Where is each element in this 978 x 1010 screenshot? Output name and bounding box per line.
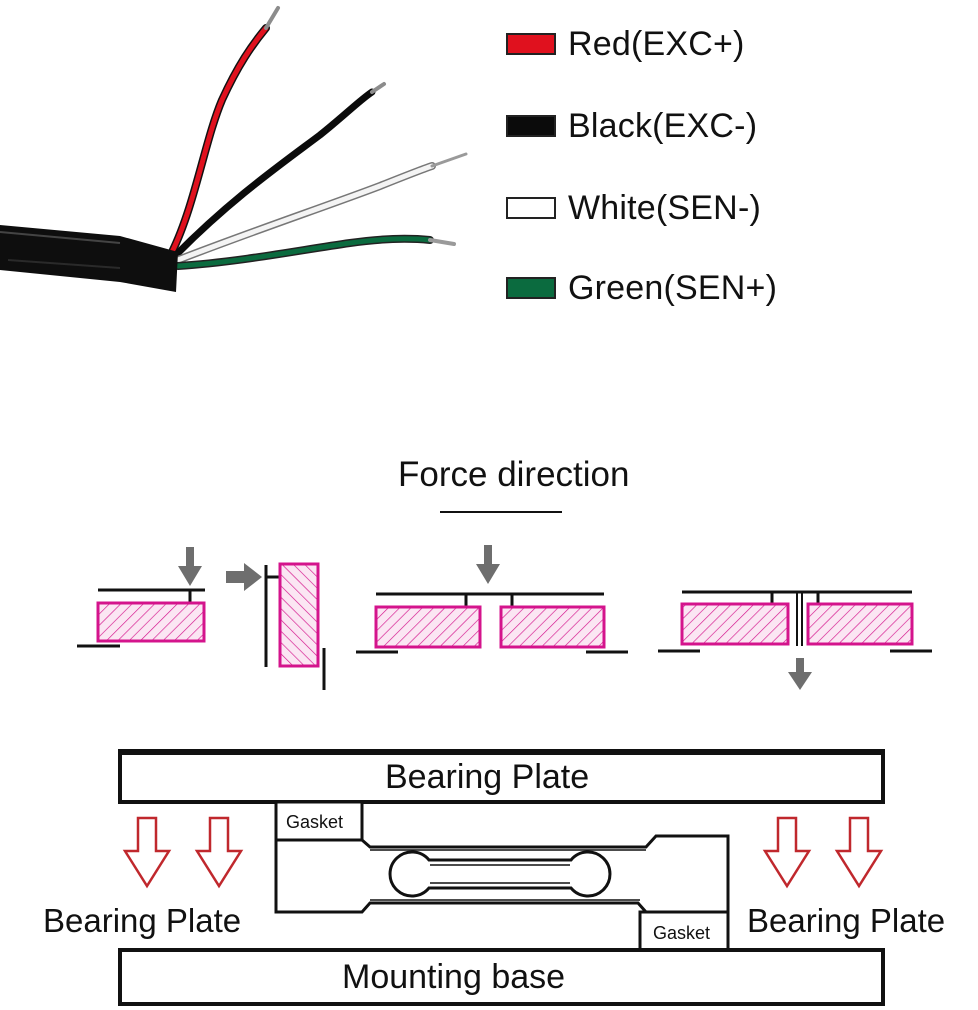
legend-label-white: White(SEN-) — [568, 188, 761, 227]
load-cell-body — [274, 834, 730, 914]
force-diagram-double — [356, 545, 628, 654]
cable-sheath — [0, 225, 178, 292]
bearing-plate-right-label: Bearing Plate — [747, 902, 946, 939]
legend-label-red: Red(EXC+) — [568, 24, 745, 63]
cable-illustration — [0, 6, 468, 292]
down-arrow-4 — [788, 658, 812, 690]
sensor-block-4b — [806, 602, 914, 646]
binocular-hole — [388, 850, 612, 898]
force-diagram-side — [226, 562, 326, 690]
sensor-block-vertical — [278, 562, 320, 668]
legend-item-red: Red(EXC+) — [506, 24, 745, 64]
bearing-plate-left-label: Bearing Plate — [43, 902, 242, 939]
mounting-base-label: Mounting base — [342, 958, 566, 996]
sensor-block-4a — [680, 602, 790, 646]
load-arrow-3 — [762, 816, 812, 889]
load-arrow-4 — [834, 816, 884, 889]
mounting-diagram — [118, 749, 885, 1006]
gasket-top-label: Gasket — [286, 812, 344, 832]
black-wire — [171, 88, 376, 260]
legend-label-black: Black(EXC-) — [568, 106, 758, 145]
bearing-plate-top-label: Bearing Plate — [385, 758, 590, 796]
gasket-top — [274, 800, 364, 842]
green-swatch — [506, 277, 556, 299]
legend-item-green: Green(SEN+) — [506, 268, 777, 308]
sensor-block-1 — [96, 601, 206, 643]
force-direction-diagrams — [77, 511, 932, 690]
red-swatch — [506, 33, 556, 55]
force-direction-title: Force direction — [398, 455, 630, 494]
down-arrow-1 — [178, 547, 202, 586]
mounting-base — [118, 948, 885, 1006]
bearing-plate-top — [118, 749, 885, 804]
down-arrow-3 — [476, 545, 500, 584]
load-arrows-left — [122, 816, 244, 889]
force-diagram-pull — [658, 590, 932, 690]
sensor-block-3b — [499, 605, 606, 649]
load-arrows-right — [762, 816, 884, 889]
load-arrow-1 — [122, 816, 172, 889]
legend-item-black: Black(EXC-) — [506, 106, 757, 146]
gasket-bottom-label: Gasket — [653, 923, 711, 943]
load-arrow-2 — [194, 816, 244, 889]
sensor-block-3a — [374, 605, 482, 649]
legend-label-green: Green(SEN+) — [568, 268, 778, 307]
legend-item-white: White(SEN-) — [506, 188, 761, 228]
force-diagram-single — [77, 547, 206, 648]
white-swatch — [506, 197, 556, 219]
black-swatch — [506, 115, 556, 137]
right-arrow — [226, 563, 262, 591]
